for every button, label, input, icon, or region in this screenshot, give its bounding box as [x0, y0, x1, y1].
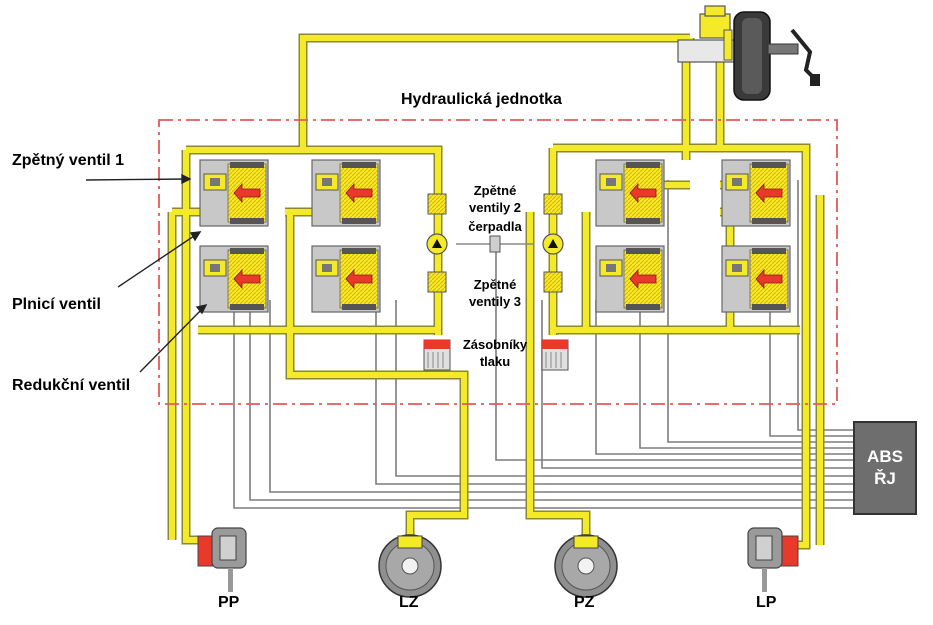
- wheel-brake-lz: [378, 534, 442, 598]
- check-valve-2: [543, 193, 563, 215]
- hydraulic-unit-frame: [158, 119, 838, 405]
- signal-wire: [233, 300, 853, 509]
- wheel-brake-pp: [197, 527, 247, 592]
- signal-wire: [375, 300, 853, 485]
- signal-wire: [395, 300, 853, 477]
- outlet-valve-module: [199, 245, 269, 313]
- check-valve-2: [427, 193, 447, 215]
- label-check-valves-2-line1: Zpětné: [473, 183, 517, 198]
- master-cylinder: [677, 5, 820, 101]
- pump-motor-icon: [456, 235, 534, 253]
- inlet-valve-module: [199, 159, 269, 227]
- abs-control-unit-line1: ABS: [867, 447, 903, 466]
- label-accumulators-line2: tlaku: [479, 354, 511, 369]
- label-pump: čerpadla: [468, 219, 522, 234]
- outlet-valve-module: [595, 245, 665, 313]
- signal-wire: [797, 180, 853, 431]
- pump-assembly-right: [541, 193, 569, 371]
- abs-control-unit: ABS ŘJ: [853, 421, 917, 515]
- label-check-valve-1: Zpětný ventil 1: [12, 152, 125, 169]
- label-accumulators: Zásobníky tlaku: [455, 336, 535, 370]
- label-accumulators-line1: Zásobníky: [462, 337, 528, 352]
- label-reduction-valve: Redukční ventil: [12, 377, 131, 394]
- signal-wire: [495, 245, 853, 461]
- diagram-title: Hydraulická jednotka: [401, 91, 562, 108]
- pump-assembly-left: [423, 193, 451, 371]
- signal-wire: [769, 300, 853, 437]
- inlet-valve-module: [311, 159, 381, 227]
- abs-control-unit-line2: ŘJ: [874, 469, 896, 488]
- wheel-label-lp: LP: [756, 594, 777, 611]
- inlet-valve-module: [595, 159, 665, 227]
- label-check-valves-3-line2: ventily 3: [468, 294, 522, 309]
- label-inlet-valve: Plnicí ventil: [12, 296, 101, 313]
- wheel-brake-pz: [554, 534, 618, 598]
- label-arrows: [85, 173, 208, 373]
- label-check-valves-2: Zpětné ventily 2: [455, 182, 535, 216]
- wheel-label-pp: PP: [218, 594, 240, 611]
- valve-modules: [199, 159, 791, 313]
- wheel-label-pz: PZ: [574, 594, 595, 611]
- signal-wire: [249, 300, 853, 501]
- check-valve-3: [427, 271, 447, 293]
- label-check-valves-2-line2: ventily 2: [468, 200, 522, 215]
- label-check-valves-3-line1: Zpětné: [473, 277, 517, 292]
- check-valve-3: [543, 271, 563, 293]
- wheel-brake-lp: [747, 527, 799, 592]
- inlet-valve-module: [721, 159, 791, 227]
- outlet-valve-module: [721, 245, 791, 313]
- label-check-valves-3: Zpětné ventily 3: [455, 276, 535, 310]
- signal-wire: [269, 300, 853, 493]
- signal-wire: [595, 300, 853, 455]
- outlet-valve-module: [311, 245, 381, 313]
- signal-wire: [667, 180, 853, 443]
- wheel-label-lz: LZ: [399, 594, 419, 611]
- signal-wire: [639, 300, 853, 449]
- signal-wires: [233, 180, 853, 509]
